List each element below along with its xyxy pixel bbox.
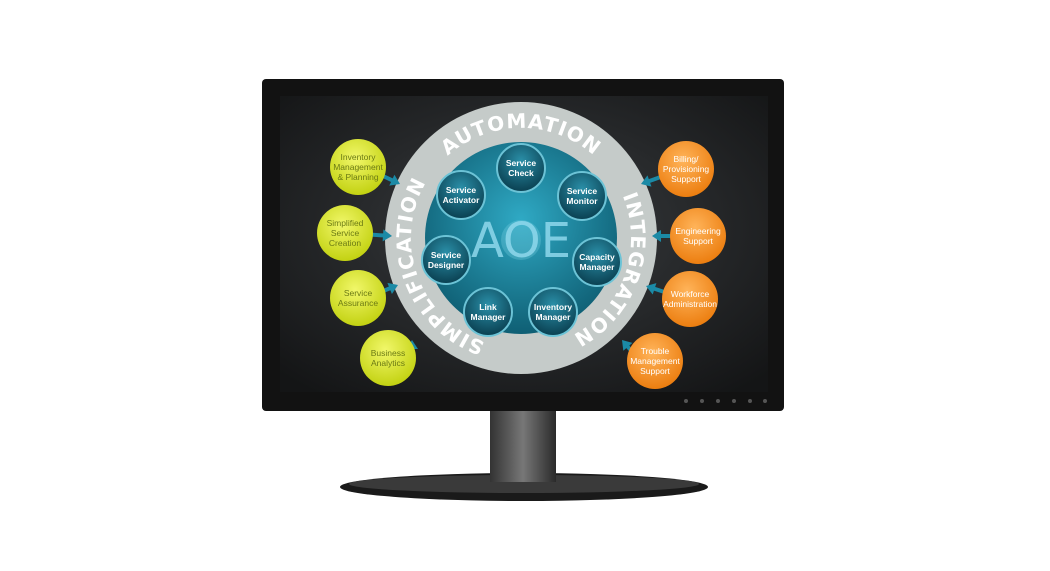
module-service-monitor-circle	[557, 171, 607, 221]
input-simplified-service-creation-circle	[317, 205, 373, 261]
input-simplified-service-creation-label: Simplified	[327, 218, 364, 228]
output-trouble-management-support-label: Support	[640, 366, 670, 376]
module-service-monitor-label: Service	[567, 186, 598, 196]
aoe-title: AOE	[471, 213, 571, 269]
arrow-left-2-head	[387, 282, 398, 294]
module-service-designer-label: Designer	[428, 260, 465, 270]
output-trouble-management-support-circle	[627, 333, 683, 389]
monitor-buttons	[684, 399, 767, 403]
input-service-assurance-label: Service	[344, 288, 373, 298]
input-service-assurance-label: Assurance	[338, 298, 378, 308]
module-link-manager-circle	[463, 287, 513, 337]
module-service-monitor-label: Monitor	[566, 196, 598, 206]
module-capacity-manager-label: Manager	[580, 262, 616, 272]
monitor-base-top	[349, 475, 699, 493]
input-service-assurance-circle	[330, 270, 386, 326]
module-service-activator-label: Activator	[443, 195, 481, 205]
input-business-analytics-label: Business	[371, 348, 406, 358]
arrow-right-0-head	[641, 175, 652, 187]
module-inventory-manager-circle	[528, 287, 578, 337]
module-capacity-manager-label: Capacity	[579, 252, 615, 262]
module-link-manager-label: Manager	[471, 312, 507, 322]
output-billing-provisioning-support-circle	[658, 141, 714, 197]
module-inventory-manager-label: Inventory	[534, 302, 573, 312]
output-workforce-administration-circle	[662, 271, 718, 327]
arrow-right-1-head	[652, 230, 661, 242]
module-service-designer-circle	[421, 235, 471, 285]
input-business-analytics-circle	[360, 330, 416, 386]
monitor-neck	[490, 408, 556, 482]
output-engineering-support-circle	[670, 208, 726, 264]
module-service-check-label: Service	[506, 158, 537, 168]
input-simplified-service-creation-label: Creation	[329, 238, 361, 248]
input-inventory-management-planning-circle	[330, 139, 386, 195]
input-business-analytics-label: Analytics	[371, 358, 405, 368]
input-inventory-management-planning-label: & Planning	[337, 172, 378, 182]
output-engineering-support-label: Support	[683, 236, 713, 246]
arrow-right-3-head	[622, 340, 633, 351]
input-inventory-management-planning-label: Inventory	[341, 152, 377, 162]
input-simplified-service-creation-label: Service	[331, 228, 360, 238]
module-service-activator-circle	[436, 170, 486, 220]
module-service-designer-label: Service	[431, 250, 462, 260]
input-inventory-management-planning-label: Management	[333, 162, 383, 172]
module-inventory-manager-label: Manager	[536, 312, 572, 322]
aoe-glow	[501, 220, 541, 260]
module-service-check-label: Check	[508, 168, 534, 178]
output-engineering-support-label: Engineering	[675, 226, 721, 236]
module-capacity-manager-circle	[572, 237, 622, 287]
module-service-check-circle	[496, 143, 546, 193]
arrow-left-0-head	[389, 174, 400, 186]
arrow-left-1-head	[382, 229, 392, 242]
output-workforce-administration-label: Administration	[663, 299, 717, 309]
output-workforce-administration-label: Workforce	[671, 289, 710, 299]
output-billing-provisioning-support-label: Billing/	[673, 154, 699, 164]
output-billing-provisioning-support-label: Support	[671, 174, 701, 184]
output-trouble-management-support-label: Trouble	[641, 346, 670, 356]
output-billing-provisioning-support-label: Provisioning	[663, 164, 710, 174]
module-service-activator-label: Service	[446, 185, 477, 195]
arrow-right-2-head	[646, 283, 657, 295]
module-link-manager-label: Link	[479, 302, 497, 312]
output-trouble-management-support-label: Management	[630, 356, 680, 366]
